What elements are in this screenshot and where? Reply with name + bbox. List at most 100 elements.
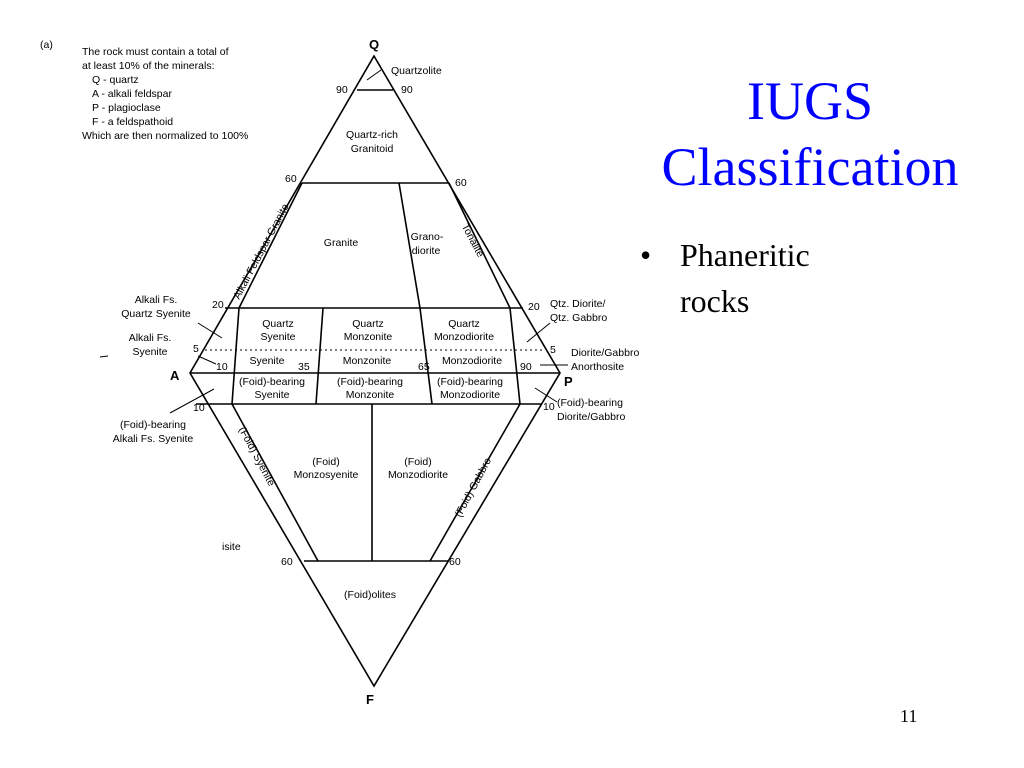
- tick-number: 10: [216, 361, 228, 373]
- outside-labels: Alkali Fs. Quartz Syenite Alkali Fs. Sye…: [113, 294, 640, 553]
- tick-number: 10: [543, 401, 555, 413]
- field-label-monzodiorite: Monzodiorite: [442, 355, 502, 367]
- field-label-foid-bearing-monzodiorite: (Foid)-bearing: [437, 376, 503, 388]
- field-label-quartz-monzodiorite: Quartz: [448, 318, 480, 330]
- field-label-foid-monzodiorite: (Foid): [404, 456, 431, 468]
- bullet-line: rocks: [680, 283, 750, 319]
- note-line: The rock must contain a total of: [82, 46, 229, 58]
- panel-label: (a): [40, 39, 53, 51]
- leader-line: [99, 355, 109, 358]
- title-line: Classification: [661, 137, 959, 197]
- field-label-foid-bearing-syenite: (Foid)-bearing: [239, 376, 305, 388]
- leader-line: [197, 322, 223, 339]
- slide-title: IUGS Classification: [610, 68, 1010, 200]
- explanatory-note: The rock must contain a total of at leas…: [82, 46, 248, 142]
- field-label-quartz-syenite: Syenite: [260, 331, 295, 343]
- bullet-symbol: •: [640, 237, 652, 273]
- field-label-foid-bearing-monzodiorite: Monzodiorite: [440, 389, 500, 401]
- boundary-a65: [419, 307, 433, 405]
- label-alkali-fs-quartz-syenite: Quartz Syenite: [121, 308, 191, 320]
- boundary-foid-syenite: [231, 403, 319, 562]
- boundary-tonalite: [448, 182, 511, 309]
- field-label-foid-monzodiorite: Monzodiorite: [388, 469, 448, 481]
- label-diorite-gabbro-anorthosite: Anorthosite: [571, 361, 624, 373]
- leader-line: [534, 387, 558, 403]
- label-alkali-fs-quartz-syenite: Alkali Fs.: [135, 294, 178, 306]
- field-label-granodiorite: diorite: [412, 245, 441, 257]
- field-labels: Quartzolite Quartz-rich Granitoid Alkali…: [231, 65, 503, 601]
- tick-numbers: 90 90 60 60 20 20 5 5 10 35 65 90 10 10 …: [193, 84, 556, 568]
- tick-number: 60: [285, 173, 297, 185]
- field-label-quartz-syenite: Quartz: [262, 318, 294, 330]
- field-label-quartz-monzonite: Monzonite: [344, 331, 393, 343]
- boundary-alkali-granite: [238, 182, 303, 309]
- field-label-granite: Granite: [324, 237, 359, 249]
- label-qtz-diorite-gabbro: Qtz. Gabbro: [550, 312, 607, 324]
- tick-number: 20: [528, 301, 540, 313]
- field-label-foid-bearing-syenite: Syenite: [254, 389, 289, 401]
- boundary-a35: [315, 307, 324, 405]
- label-fragment: isite: [222, 541, 241, 553]
- note-line: Which are then normalized to 100%: [82, 130, 248, 142]
- tick-number: 5: [193, 343, 199, 355]
- field-label-syenite: Syenite: [249, 355, 284, 367]
- vertex-a-label: A: [170, 368, 180, 383]
- field-boundaries: [189, 54, 561, 688]
- field-label-quartz-monzonite: Quartz: [352, 318, 384, 330]
- boundary-granodiorite: [398, 182, 421, 309]
- field-label-foid-bearing-monzonite: (Foid)-bearing: [337, 376, 403, 388]
- iugs-qapf-diagram: (a) The rock must contain a total of at …: [40, 37, 640, 707]
- vertex-f-label: F: [366, 692, 374, 707]
- leader-line: [197, 355, 217, 365]
- tick-number: 60: [449, 556, 461, 568]
- note-line: A - alkali feldspar: [92, 88, 172, 100]
- leader-lines: [99, 69, 568, 414]
- title-line: IUGS: [746, 71, 873, 131]
- field-label-foid-syenite: (Foid) Syenite: [236, 425, 277, 488]
- label-foid-bearing-alkali-fs-syenite: Alkali Fs. Syenite: [113, 433, 194, 445]
- note-line: P - plagioclase: [92, 102, 161, 114]
- label-foid-bearing-diorite-gabbro: Diorite/Gabbro: [557, 411, 625, 423]
- boundary-a90: [509, 307, 521, 405]
- tick-number: 5: [550, 344, 556, 356]
- field-label-foid-monzosyenite: (Foid): [312, 456, 339, 468]
- vertex-q-label: Q: [369, 37, 379, 52]
- tick-number: 65: [418, 361, 430, 373]
- leader-line: [366, 69, 382, 81]
- tick-number: 10: [193, 402, 205, 414]
- label-foid-bearing-alkali-fs-syenite: (Foid)-bearing: [120, 419, 186, 431]
- tick-number: 90: [336, 84, 348, 96]
- bullet-line: Phaneritic: [680, 237, 810, 273]
- label-qtz-diorite-gabbro: Qtz. Diorite/: [550, 298, 606, 310]
- tick-number: 90: [520, 361, 532, 373]
- field-label-granodiorite: Grano-: [411, 231, 444, 243]
- field-label-quartz-rich: Granitoid: [351, 143, 394, 155]
- diagram-outline: [189, 54, 561, 688]
- page-number: 11: [900, 706, 918, 726]
- field-label-foid-gabbro: (Foid) Gabbro: [453, 456, 494, 519]
- field-label-quartzolite: Quartzolite: [391, 65, 442, 77]
- label-alkali-fs-syenite: Alkali Fs.: [129, 332, 172, 344]
- field-label-foid-bearing-monzonite: Monzonite: [346, 389, 395, 401]
- note-line: Q - quartz: [92, 74, 139, 86]
- label-alkali-fs-syenite: Syenite: [132, 346, 167, 358]
- field-label-alkali-feldspar-granite: Alkali Feldspar Granite: [231, 202, 292, 302]
- tick-number: 60: [455, 177, 467, 189]
- boundary-a10: [231, 307, 240, 405]
- vertex-p-label: P: [564, 374, 573, 389]
- note-line: at least 10% of the minerals:: [82, 60, 215, 72]
- bullet-item: • Phaneritic rocks: [640, 232, 880, 324]
- field-label-foidolites: (Foid)olites: [344, 589, 396, 601]
- field-label-foid-monzosyenite: Monzosyenite: [294, 469, 359, 481]
- boundary-foid-gabbro: [429, 403, 521, 562]
- field-label-quartz-rich: Quartz-rich: [346, 129, 398, 141]
- tick-number: 20: [212, 299, 224, 311]
- field-label-monzonite: Monzonite: [343, 355, 392, 367]
- label-diorite-gabbro-anorthosite: Diorite/Gabbro: [571, 347, 639, 359]
- leader-line: [169, 388, 215, 414]
- tick-number: 60: [281, 556, 293, 568]
- leader-line: [526, 322, 551, 343]
- label-foid-bearing-diorite-gabbro: (Foid)-bearing: [557, 397, 623, 409]
- note-line: F - a feldspathoid: [92, 116, 173, 128]
